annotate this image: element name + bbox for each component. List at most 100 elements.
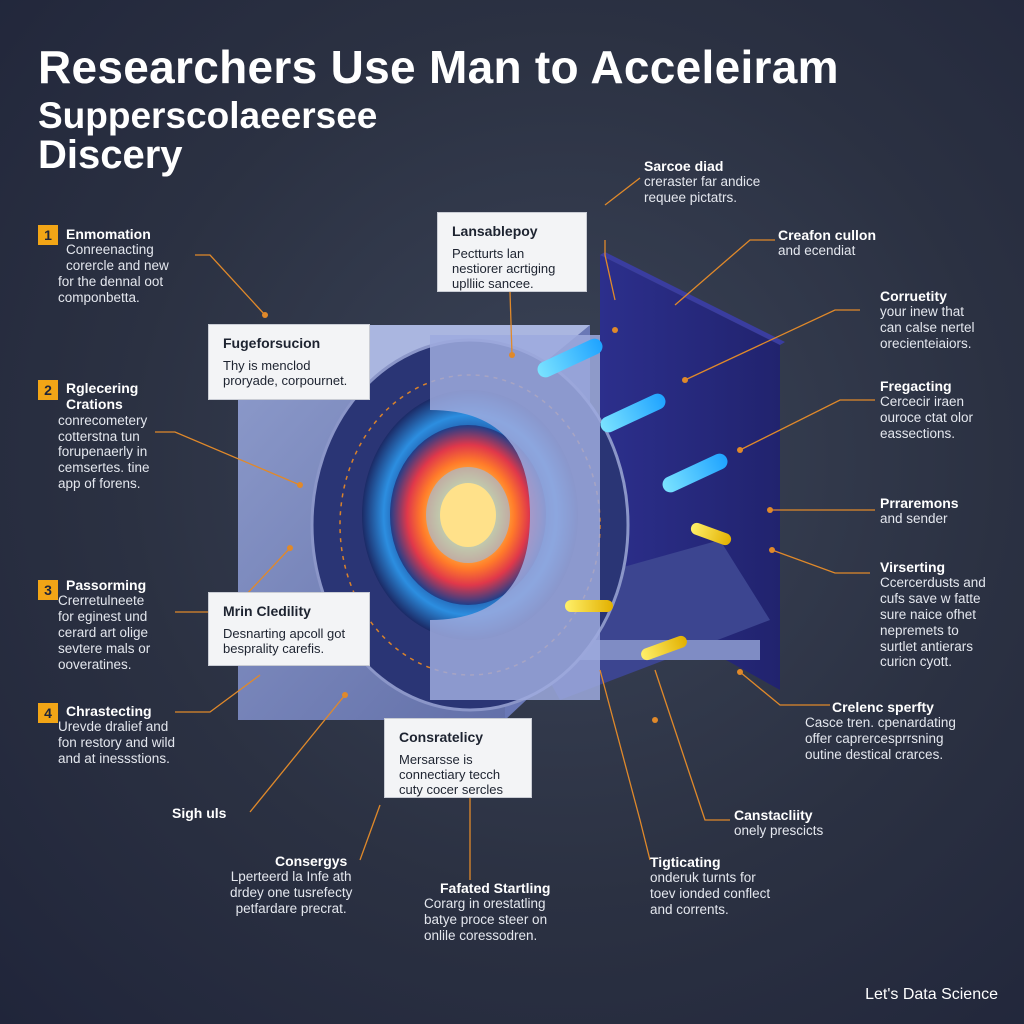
box-line: connectiary tecch [399, 766, 501, 782]
box-line: Desnarting apcoll got [223, 625, 346, 641]
step-1-line: for the dennal oot [58, 273, 164, 289]
title-line-2: Supperscolaeersee [38, 94, 378, 136]
step-2-heading: Rglecering [66, 380, 139, 396]
step-4-line: and at inessstions. [58, 750, 170, 766]
step-1-body: Conreenacting corercle and new for the d… [58, 242, 169, 305]
step-4: Chrastecting Urevde dralief and fon rest… [58, 703, 175, 767]
glow-tubes [537, 338, 728, 493]
step-3-line: for eginest und [58, 609, 148, 625]
box-line: Thy is menclod [223, 357, 311, 373]
right-line: cufs save w fatte [880, 591, 981, 607]
box-line: proryade, corpournet. [223, 372, 348, 388]
virserting-callout: Virserting Ccercerdusts and cufs save w … [880, 559, 986, 670]
sigh-uls-heading: Sigh uls [172, 805, 227, 821]
box-line: Pectturts lan [452, 245, 525, 261]
right-line: curicn cyott. [880, 654, 953, 670]
right-line: orecienteiaiors. [880, 335, 972, 351]
tigticating-callout: Tigticating onderuk turnts for toev iond… [650, 854, 770, 918]
consergys-heading: Consergys [274, 853, 348, 869]
right-heading: Creafon cullon [778, 227, 877, 243]
plasma-core [390, 425, 546, 605]
fafated-heading: Fafated Startling [440, 880, 551, 896]
box-mrin-cledility: Mrin Cledility Desnarting apcoll got bes… [208, 592, 370, 666]
step-4-line: fon restory and wild [58, 735, 176, 751]
creafon-cullon-callout: Creafon cullon and ecendiat [778, 227, 876, 259]
corruetity-callout: Corruetity your inew that can calse nert… [880, 288, 975, 352]
fregacting-callout: Fregacting Cercecir iraen ouroce ctat ol… [880, 378, 973, 442]
step-2-line: app of forens. [58, 475, 141, 491]
box-consratelicy: Consratelicy Mersarsse is connectiary te… [384, 718, 532, 798]
right-heading: Prraremons [880, 495, 959, 511]
box-line: cuty cocer sercles [399, 782, 504, 798]
step-2-line: forupenaerly in [58, 444, 148, 460]
right-line: outine destical crarces. [805, 746, 944, 762]
step-3-heading: Passorming [66, 577, 147, 593]
step-4-heading: Chrastecting [66, 703, 152, 719]
step-2-heading-2: Crations [66, 396, 123, 413]
step-3-line: sevtere mals or [58, 640, 151, 656]
consergys-body: Lperteerd la Infe ath drdey one tusrefec… [230, 869, 352, 916]
step-badge-2: 2 [38, 380, 58, 400]
right-line: and sender [880, 511, 948, 527]
box-line: nestiorer acrtiging [452, 260, 556, 276]
right-line: onely prescicts [734, 823, 824, 839]
fafated-line: Corarg in orestatling [424, 896, 546, 912]
right-line: creraster far andice [644, 174, 761, 190]
box-heading: Lansablepoy [452, 223, 538, 239]
prraremons-callout: Prraremons and sender [880, 495, 959, 527]
box-lansablepoy: Lansablepoy Pectturts lan nestiorer acrt… [437, 212, 587, 292]
step-2: Rglecering Crations conrecometery cotter… [58, 380, 150, 492]
box-line: Mersarsse is [399, 751, 473, 767]
yellow-rods [565, 522, 732, 661]
right-heading: Canstacliity [734, 807, 813, 823]
leader-dots [262, 312, 775, 723]
right-line: Cercecir iraen [880, 394, 965, 410]
right-line: offer caprercesprrsning [805, 731, 944, 747]
consergys-line: Lperteerd la Infe ath [230, 869, 352, 885]
page-title: Researchers Use Man to Acceleiram Supper… [38, 44, 839, 175]
step-3-body: Crerretulneete for eginest und cerard ar… [58, 593, 150, 672]
step-3-line: ooveratines. [58, 656, 132, 672]
right-heading: Fregacting [880, 378, 952, 394]
step-4-line: Urevde dralief and [58, 719, 169, 735]
leader-lines [155, 177, 875, 880]
step-3: Passorming Crerretulneete for eginest un… [58, 577, 150, 672]
step-3-line: cerard art olige [58, 624, 149, 640]
fafated-body: Corarg in orestatling batye proce steer … [424, 896, 550, 943]
step-3-line: Crerretulneete [58, 593, 145, 609]
tigticating-line: and corrents. [650, 901, 729, 917]
front-plate [430, 335, 600, 700]
tigticating-line: toev ionded conflect [650, 886, 771, 902]
fafated-line: onlile coressodren. [424, 927, 538, 943]
right-line: requee pictatrs. [644, 190, 738, 206]
title-line-1: Researchers Use Man to Acceleiram [38, 41, 839, 93]
right-heading: Sarcoe diad [644, 158, 724, 174]
step-2-line: cotterstna tun [58, 428, 140, 444]
consergys-callout: Consergys Lperteerd la Infe ath drdey on… [230, 853, 352, 917]
canstacliity-callout: Canstacliity onely prescicts [734, 807, 823, 839]
step-2-line: cemsertes. tine [58, 460, 150, 476]
step-4-body: Urevde dralief and fon restory and wild … [58, 719, 175, 766]
step-badge-3: 3 [38, 580, 58, 600]
right-line: ouroce ctat olor [880, 410, 974, 426]
right-heading: Crelenc sperfty [832, 699, 934, 715]
step-badge-1: 1 [38, 225, 58, 245]
box-fugeforsucion: Fugeforsucion Thy is menclod proryade, c… [208, 324, 370, 400]
footer-brand: Let's Data Science [865, 986, 998, 1003]
consergys-line: drdey one tusrefecty [230, 885, 353, 901]
sigh-uls-label: Sigh uls [172, 805, 226, 821]
box-heading: Mrin Cledility [223, 603, 311, 619]
tigticating-body: onderuk turnts for toev ionded conflect … [650, 870, 770, 917]
right-heading: Corruetity [880, 288, 947, 304]
step-2-line: conrecometery [58, 412, 148, 428]
title-line-3: Discery [38, 132, 183, 177]
right-line: your inew that [880, 304, 965, 320]
step-1: Enmomation Conreenacting corercle and ne… [58, 226, 169, 306]
sarcoe-diad-callout: Sarcoe diad creraster far andice requee … [644, 158, 760, 206]
right-line: and ecendiat [778, 243, 856, 259]
right-line: eassections. [880, 425, 956, 441]
right-heading: Virserting [880, 559, 946, 575]
step-1-line: corercle and new [66, 258, 169, 274]
right-line: sure naice ofhet [880, 606, 977, 622]
